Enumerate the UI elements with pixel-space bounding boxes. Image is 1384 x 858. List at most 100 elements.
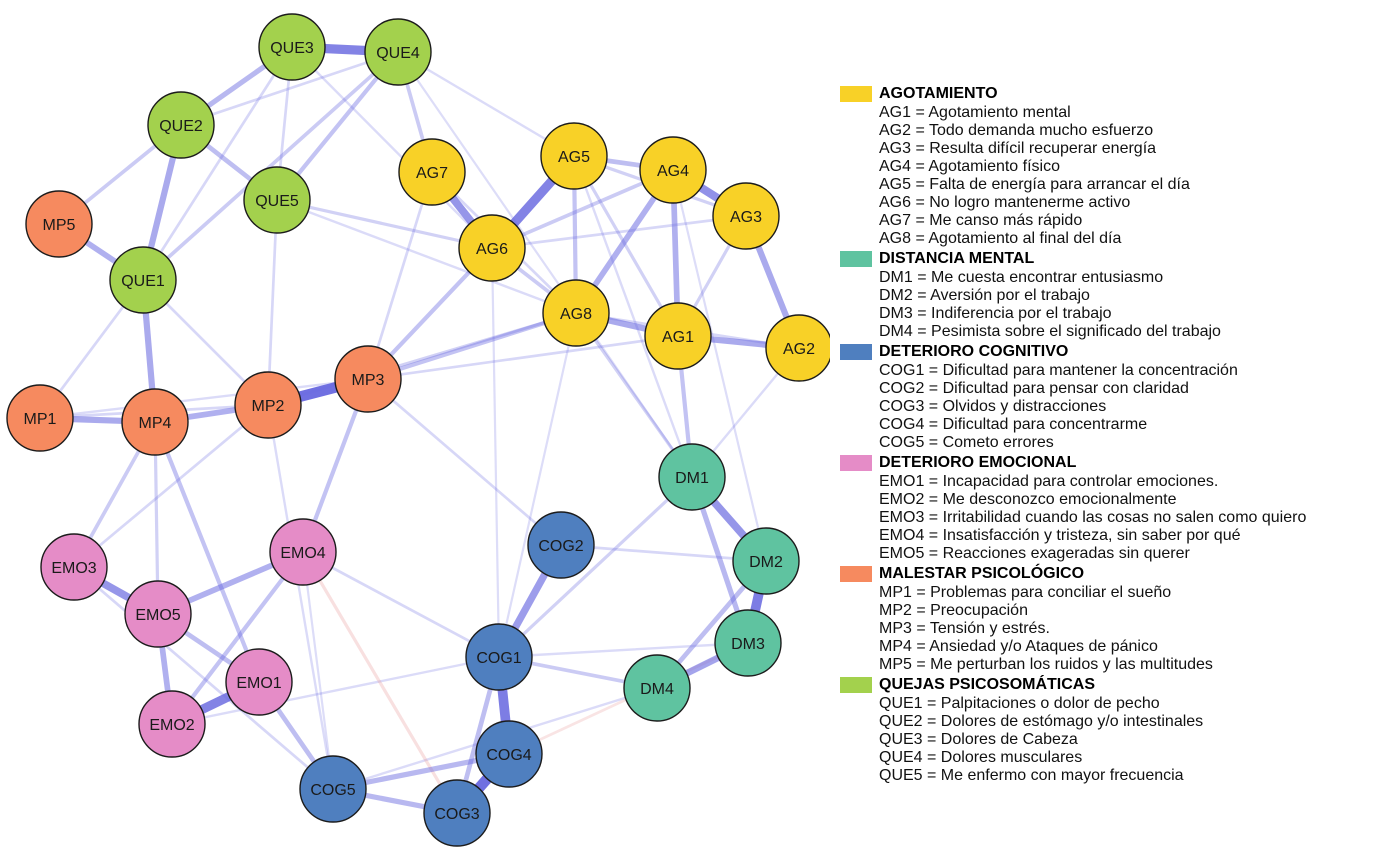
node-ag2: AG2	[765, 314, 830, 382]
legend-item: DM1 = Me cuesta encontrar entusiasmo	[879, 269, 1164, 286]
legend-item: AG6 = No logro mantenerme activo	[879, 194, 1131, 211]
node-label: MP5	[43, 217, 76, 234]
legend-item: EMO3 = Irritabilidad cuando las cosas no…	[879, 509, 1307, 526]
node-que1: QUE1	[109, 246, 177, 314]
edge-mp1-mp3	[38, 377, 370, 420]
node-circle	[299, 755, 367, 823]
node-mp4: MP4	[121, 388, 189, 456]
node-label: DM2	[749, 554, 783, 571]
edge-mp3-cog2	[366, 377, 563, 547]
node-que2: QUE2	[147, 91, 215, 159]
node-label: AG2	[783, 341, 815, 358]
legend-item: MP1 = Problemas para conciliar el sueño	[879, 584, 1172, 601]
node-mp1: MP1	[6, 384, 74, 452]
edge-dm1-cog1	[497, 475, 694, 659]
node-cog5: COG5	[299, 755, 367, 823]
legend-item: AG1 = Agotamiento mental	[879, 104, 1071, 121]
node-ag1: AG1	[644, 302, 712, 370]
node-mp5: MP5	[25, 190, 93, 258]
node-label: AG6	[476, 241, 508, 258]
legend-item: QUE2 = Dolores de estómago y/o intestina…	[879, 713, 1204, 730]
node-circle	[109, 246, 177, 314]
node-circle	[25, 190, 93, 258]
node-label: AG1	[662, 329, 694, 346]
node-ag5: AG5	[540, 122, 608, 190]
legend-group-title: MALESTAR PSICOLÓGICO	[879, 565, 1085, 582]
legend-item: COG1 = Dificultad para mantener la conce…	[879, 362, 1238, 379]
legend-swatch	[840, 677, 872, 693]
legend-group-header: AGOTAMIENTO	[840, 84, 1380, 104]
legend-item: AG2 = Todo demanda mucho esfuerzo	[879, 122, 1154, 139]
node-cog3: COG3	[423, 779, 491, 847]
node-circle	[540, 122, 608, 190]
node-circle	[225, 648, 293, 716]
node-circle	[40, 533, 108, 601]
node-label: MP3	[352, 372, 385, 389]
node-label: EMO4	[280, 545, 325, 562]
node-circle	[712, 182, 780, 250]
legend-item: COG3 = Olvidos y distracciones	[879, 398, 1107, 415]
node-circle	[258, 13, 326, 81]
node-circle	[732, 527, 800, 595]
legend-group-title: QUEJAS PSICOSOMÁTICAS	[879, 676, 1096, 693]
node-label: COG2	[538, 538, 583, 555]
legend-item: EMO4 = Insatisfacción y tristeza, sin sa…	[879, 527, 1241, 544]
legend-group-header: MALESTAR PSICOLÓGICO	[840, 564, 1380, 584]
edge-que4-dm1	[396, 50, 694, 479]
node-circle	[475, 720, 543, 788]
node-circle	[527, 511, 595, 579]
node-dm4: DM4	[623, 654, 691, 722]
node-label: EMO2	[149, 717, 194, 734]
legend-item: MP3 = Tensión y estrés.	[879, 620, 1050, 637]
legend-item: AG4 = Agotamiento físico	[879, 158, 1060, 175]
node-circle	[465, 623, 533, 691]
node-label: EMO5	[135, 607, 180, 624]
legend-group-mp: MALESTAR PSICOLÓGICO MP1 = Problemas para…	[840, 564, 1380, 674]
node-dm2: DM2	[732, 527, 800, 595]
legend-item: QUE4 = Dolores musculares	[879, 749, 1083, 766]
node-label: QUE1	[121, 273, 165, 290]
node-circle	[644, 302, 712, 370]
edge-ag5-dm1	[572, 154, 694, 479]
node-circle	[765, 314, 830, 382]
edge-emo3-cog5	[72, 565, 335, 791]
edge-ag5-ag1	[572, 154, 680, 338]
legend-item: QUE5 = Me enfermo con mayor frecuencia	[879, 767, 1184, 784]
legend-group-header: DETERIORO EMOCIONAL	[840, 453, 1380, 473]
node-dm3: DM3	[714, 609, 782, 677]
edge-mp2-cog5	[266, 403, 335, 791]
legend-item: MP2 = Preocupación	[879, 602, 1028, 619]
node-label: AG4	[657, 163, 689, 180]
legend-item: AG5 = Falta de energía para arrancar el …	[879, 176, 1190, 193]
node-emo3: EMO3	[40, 533, 108, 601]
node-emo2: EMO2	[138, 690, 206, 758]
node-circle	[714, 609, 782, 677]
legend-item: COG4 = Dificultad para concentrarme	[879, 416, 1148, 433]
node-label: QUE3	[270, 40, 314, 57]
legend-group-header: QUEJAS PSICOSOMÁTICAS	[840, 675, 1380, 695]
node-circle	[639, 136, 707, 204]
legend-swatch	[840, 455, 872, 471]
edge-emo4-cog3	[301, 550, 459, 815]
legend-swatch	[840, 86, 872, 102]
node-que3: QUE3	[258, 13, 326, 81]
node-label: COG1	[476, 650, 521, 667]
node-label: AG8	[560, 306, 592, 323]
node-label: QUE2	[159, 118, 203, 135]
node-label: COG5	[310, 782, 355, 799]
edge-emo4-cog1	[301, 550, 501, 659]
legend-item: MP4 = Ansiedad y/o Ataques de pánico	[879, 638, 1158, 655]
legend-item: AG3 = Resulta difícil recuperar energía	[879, 140, 1157, 157]
node-circle	[398, 138, 466, 206]
node-circle	[423, 779, 491, 847]
node-circle	[124, 580, 192, 648]
node-circle	[364, 18, 432, 86]
legend-item: EMO5 = Reacciones exageradas sin querer	[879, 545, 1190, 562]
edge-mp3-ag1	[366, 334, 680, 381]
node-circle	[6, 384, 74, 452]
